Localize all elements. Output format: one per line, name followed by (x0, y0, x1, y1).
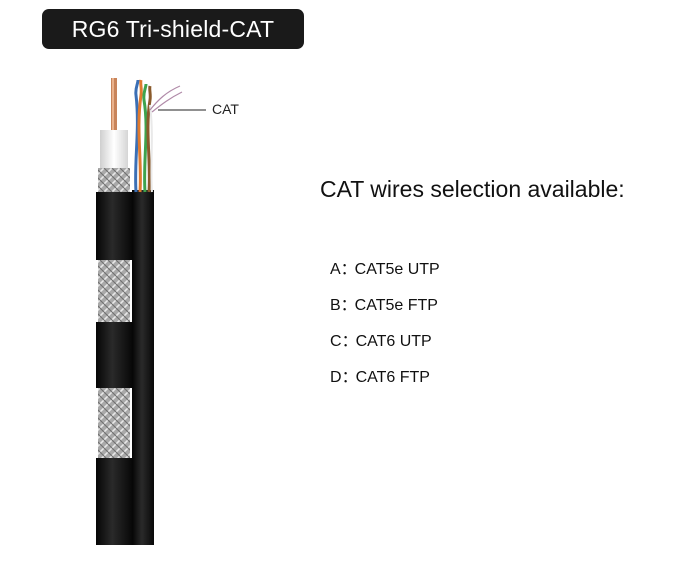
dielectric (100, 130, 128, 170)
selection-heading: CAT wires selection available: (320, 176, 625, 202)
cat-callout-label: CAT (212, 101, 239, 117)
option-c: C：CAT6 UTP (330, 330, 440, 366)
cat-wire-ends (149, 85, 183, 113)
coax-jacket-2 (96, 322, 132, 388)
cat-jacket (132, 190, 154, 545)
option-b: B：CAT5e FTP (330, 294, 440, 330)
option-letter: A (330, 261, 341, 278)
option-letter: C (330, 333, 342, 350)
coax-jacket-1 (96, 192, 132, 260)
product-title: RG6 Tri-shield-CAT (71, 16, 275, 42)
option-separator: ： (340, 297, 357, 314)
cat-options-list: A：CAT5e UTP B：CAT5e FTP C：CAT6 UTP D：CAT… (330, 258, 440, 402)
option-separator: ： (340, 261, 357, 278)
option-separator: ： (341, 333, 358, 350)
title-badge: RG6 Tri-shield-CAT (42, 9, 304, 49)
option-text: CAT5e UTP (354, 261, 440, 278)
option-d: D：CAT6 FTP (330, 366, 440, 402)
option-letter: B (330, 297, 341, 314)
coax-jacket-3 (96, 458, 132, 545)
braid-shield-middle (98, 260, 130, 322)
option-text: CAT5e FTP (354, 297, 438, 314)
option-separator: ： (341, 369, 358, 386)
option-text: CAT6 UTP (355, 333, 432, 350)
braid-shield-top (98, 168, 130, 194)
braid-shield-bottom (98, 388, 130, 458)
option-letter: D (330, 369, 342, 386)
option-text: CAT6 FTP (355, 369, 430, 386)
twisted-pairs (134, 79, 153, 193)
option-a: A：CAT5e UTP (330, 258, 440, 294)
